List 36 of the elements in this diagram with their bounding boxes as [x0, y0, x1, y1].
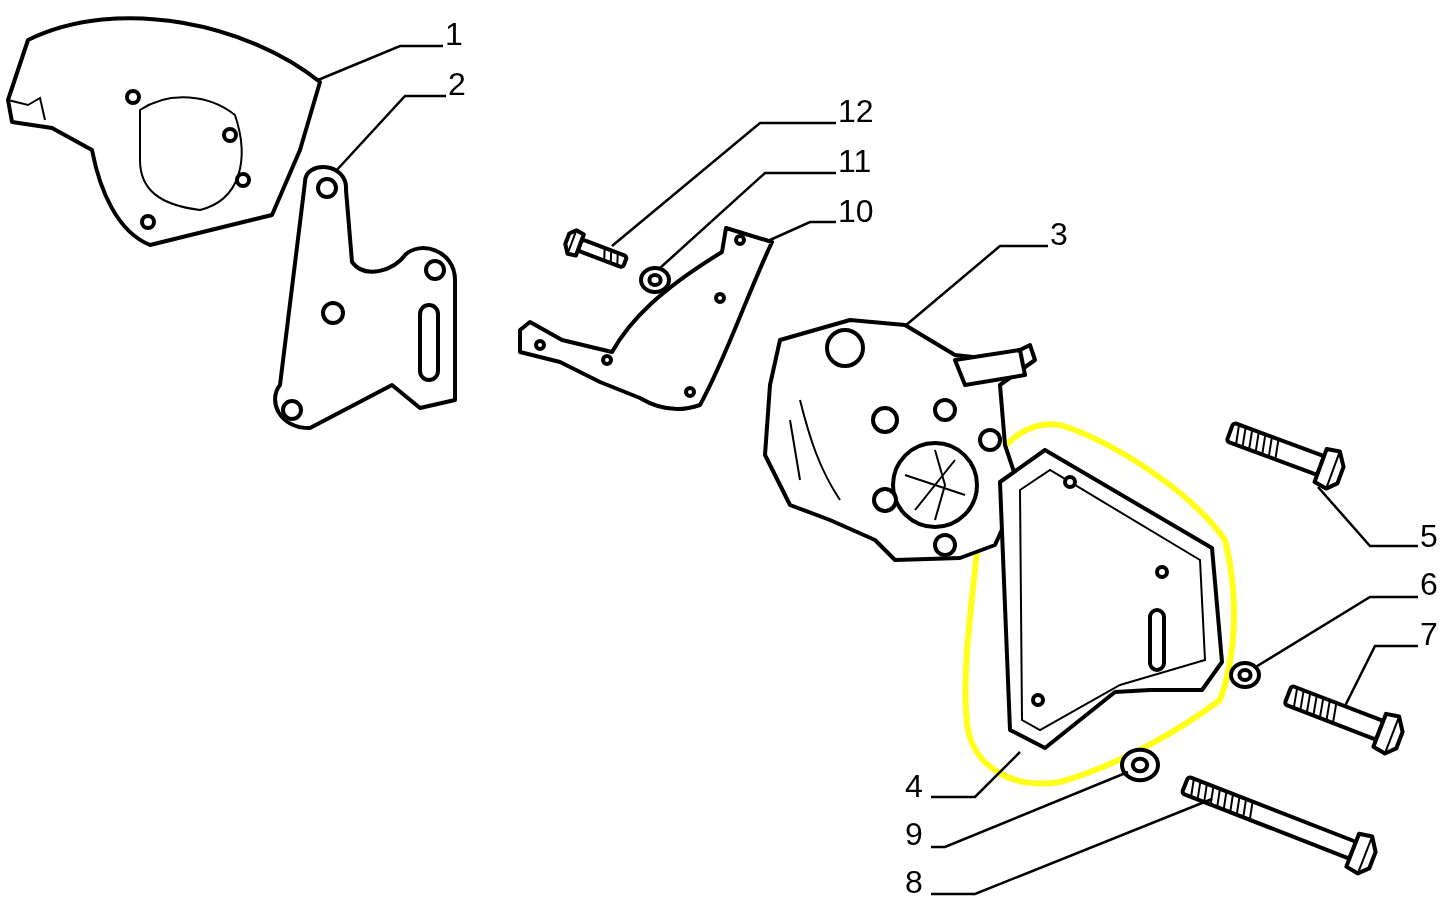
bracket-drawing: [518, 226, 774, 411]
callout-number: 6: [1420, 568, 1438, 600]
leader-line: [659, 171, 836, 269]
callout-number: 12: [838, 95, 874, 127]
washer-drawing: [639, 266, 671, 294]
bolt-drawing: [563, 228, 630, 270]
callout-number: 3: [1050, 218, 1068, 250]
plate-drawing: [998, 448, 1224, 750]
callout-number: 2: [448, 68, 466, 100]
leader-line: [1253, 595, 1418, 670]
bolt-drawing: [1282, 683, 1405, 756]
leader-line: [1343, 644, 1418, 707]
washer-drawing: [1120, 747, 1160, 783]
leader-line: [1317, 486, 1418, 548]
bolt-drawing: [1224, 420, 1346, 491]
pump-drawing: [763, 318, 1037, 562]
callout-number: 5: [1420, 520, 1438, 552]
bracket-drawing: [273, 165, 457, 430]
bolt-drawing: [1179, 774, 1378, 876]
callout-number: 7: [1420, 618, 1438, 650]
callout-number: 8: [905, 866, 923, 898]
callout-number: 4: [905, 770, 923, 802]
leader-line: [904, 244, 1048, 327]
callout-number: 11: [838, 145, 872, 177]
callout-number: 1: [445, 18, 463, 50]
leader-line: [931, 751, 1021, 799]
leader-line: [334, 94, 446, 173]
leader-line: [611, 121, 836, 247]
leader-line: [317, 44, 443, 82]
leader-line: [931, 770, 1129, 849]
washer-drawing: [1229, 661, 1261, 689]
callout-number: 10: [838, 195, 874, 227]
shroud-drawing: [6, 16, 322, 247]
callout-number: 9: [905, 818, 923, 850]
leader-line: [931, 797, 1213, 896]
leader-line: [769, 220, 836, 242]
